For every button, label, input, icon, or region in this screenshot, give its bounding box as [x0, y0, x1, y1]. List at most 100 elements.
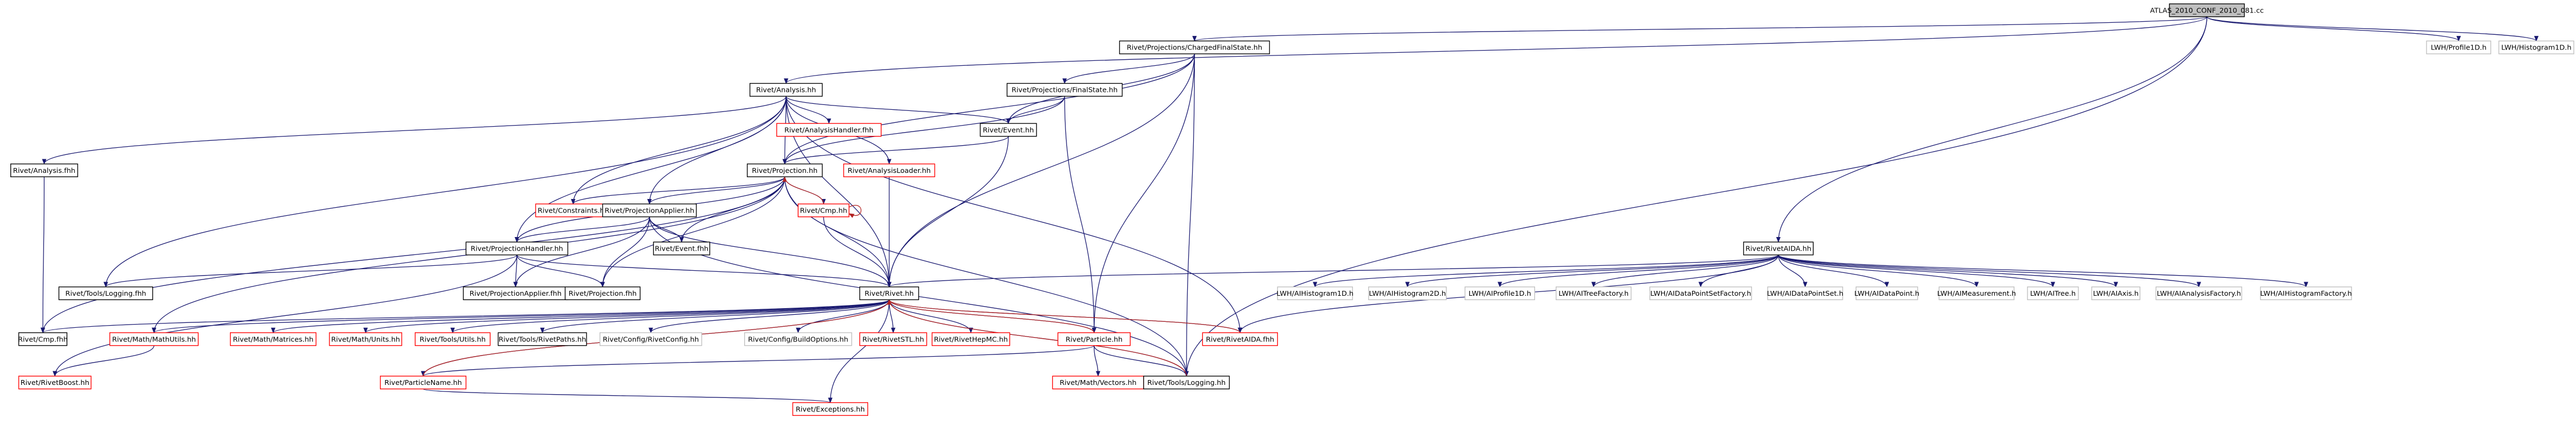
edge-mathutils-to-rivetboost	[52, 345, 154, 377]
node-box	[497, 332, 587, 346]
node-lwhai-dps[interactable]: LWH/AIDataPointSet.h	[1767, 287, 1844, 301]
node-rivetboost[interactable]: Rivet/RivetBoost.hh	[18, 376, 92, 390]
node-cmp-fhh[interactable]: Rivet/Cmp.fhh	[18, 332, 68, 346]
edge-rivetaida-to-lwhai_tree	[1777, 254, 2055, 288]
edge-root-to-analysis_hh	[784, 16, 2207, 84]
node-projection-fhh[interactable]: Rivet/Projection.fhh	[564, 287, 641, 301]
edge-rivetaida-to-lwhai_dp	[1777, 254, 1889, 288]
node-rivetaida-fhh[interactable]: Rivet/RivetAIDA.fhh	[1202, 332, 1278, 346]
node-box	[58, 287, 153, 301]
node-constraints[interactable]: Rivet/Constraints.hh	[535, 203, 612, 217]
node-particle-hh[interactable]: Rivet/Particle.hh	[1057, 332, 1131, 346]
node-label: Rivet/RivetAIDA.hh	[1745, 245, 1811, 253]
node-lwhai-h2d[interactable]: LWH/AIHistogram2D.h	[1368, 287, 1447, 301]
node-logging-hh[interactable]: Rivet/Tools/Logging.hh	[1143, 376, 1230, 390]
node-label: Rivet/Exceptions.hh	[796, 406, 865, 414]
node-lwhai-h1d[interactable]: LWH/AIHistogram1D.h	[1276, 287, 1354, 301]
node-label: LWH/Profile1D.h	[2431, 44, 2487, 52]
node-label: Rivet/Analysis.hh	[756, 86, 816, 95]
node-label: Rivet/Math/Matrices.hh	[233, 335, 313, 344]
node-lwh-p1d[interactable]: LWH/Profile1D.h	[2426, 40, 2491, 54]
node-label: Rivet/RivetHepMC.hh	[934, 335, 1008, 344]
edge-analysis_hh-to-event_hh	[785, 96, 1011, 124]
node-papplier-hh[interactable]: Rivet/ProjectionApplier.hh	[602, 203, 697, 217]
node-rivetpaths[interactable]: Rivet/Tools/RivetPaths.hh	[497, 332, 587, 346]
node-units[interactable]: Rivet/Math/Units.hh	[329, 332, 402, 346]
node-phandler[interactable]: Rivet/ProjectionHandler.hh	[465, 241, 569, 256]
node-lwhai-af[interactable]: LWH/AIAnalysisFactory.h	[2155, 287, 2242, 301]
edge-cmp_hh-to-rivet_hh	[823, 216, 891, 288]
node-projection-hh[interactable]: Rivet/Projection.hh	[746, 163, 823, 177]
node-analysis-fhh[interactable]: Rivet/Analysis.fhh	[10, 163, 78, 177]
node-logging-fhh[interactable]: Rivet/Tools/Logging.fhh	[58, 287, 153, 301]
edge-cmp_hh-to-projection_hh	[782, 176, 824, 204]
node-event-fhh[interactable]: Rivet/Event.fhh	[653, 241, 710, 256]
node-lwhai-p1d[interactable]: LWH/AIProfile1D.h	[1464, 287, 1535, 301]
node-root[interactable]: ATLAS_2010_CONF_2010_081.cc	[2150, 3, 2264, 17]
node-lwhai-dp[interactable]: LWH/AIDataPoint.h	[1854, 287, 1919, 301]
node-vectors[interactable]: Rivet/Math/Vectors.hh	[1052, 376, 1144, 390]
node-exceptions[interactable]: Rivet/Exceptions.hh	[792, 402, 869, 416]
node-box	[2091, 287, 2141, 301]
edge-particle_hh-to-rivet_hh	[887, 299, 1095, 333]
node-box	[1057, 332, 1131, 346]
node-label: Rivet/Math/MathUtils.hh	[112, 335, 196, 344]
node-box	[1143, 376, 1230, 390]
dependency-edges	[40, 16, 2538, 403]
node-label: Rivet/Tools/RivetPaths.hh	[498, 335, 586, 344]
node-lwhai-meas[interactable]: LWH/AIMeasurement.h	[1937, 287, 2016, 301]
edge-rivetaida-to-lwhai_p1d	[1498, 254, 1779, 288]
node-lwhai-axis[interactable]: LWH/AIAxis.h	[2091, 287, 2141, 301]
node-papplier-fhh[interactable]: Rivet/ProjectionApplier.fhh	[463, 287, 569, 301]
node-box	[1649, 287, 1752, 301]
node-box	[1119, 40, 1270, 54]
node-lwhai-tree[interactable]: LWH/AITree.h	[2027, 287, 2079, 301]
edge-papplier_hh-to-phandler	[514, 216, 650, 243]
node-ahandler[interactable]: Rivet/AnalysisHandler.fhh	[776, 123, 882, 137]
node-cmp-hh[interactable]: Rivet/Cmp.hh	[797, 203, 850, 217]
node-box	[843, 163, 935, 177]
edge-rivetaida-to-lwhai_dpsf	[1698, 254, 1779, 288]
node-rivet-hh[interactable]: Rivet/Rivet.hh	[859, 287, 919, 301]
node-label: Rivet/Analysis.fhh	[13, 167, 76, 175]
node-label: Rivet/Particle.hh	[1065, 335, 1122, 344]
node-mathutils[interactable]: Rivet/Math/MathUtils.hh	[109, 332, 199, 346]
node-buildoptions[interactable]: Rivet/Config/BuildOptions.hh	[744, 332, 852, 346]
edge-rivet_hh-to-mathutils	[152, 299, 890, 333]
node-aloader[interactable]: Rivet/AnalysisLoader.hh	[843, 163, 935, 177]
node-label: LWH/AIMeasurement.h	[1937, 290, 2016, 298]
node-fs[interactable]: Rivet/Projections/FinalState.hh	[1006, 83, 1123, 97]
edge-projection_hh-to-rivet_hh	[784, 177, 891, 288]
node-box	[1743, 241, 1814, 256]
node-label: LWH/AIDataPointSet.h	[1767, 290, 1844, 298]
edge-rivetaida-to-lwhai_tf	[1591, 254, 1779, 288]
node-rivetconfig[interactable]: Rivet/Config/RivetConfig.hh	[599, 332, 702, 346]
node-label: LWH/AIProfile1D.h	[1469, 290, 1531, 298]
node-particlename[interactable]: Rivet/ParticleName.hh	[379, 376, 467, 390]
node-lwh-h1d[interactable]: LWH/Histogram1D.h	[2498, 40, 2574, 54]
edge-rivet_hh-to-rivetpaths	[540, 299, 890, 333]
edge-rivetaida-to-rivet_hh	[887, 254, 1779, 288]
edge-cmp_hh-to-cmp_hh	[849, 204, 862, 218]
node-rivetaida[interactable]: Rivet/RivetAIDA.hh	[1743, 241, 1814, 256]
edge-event_hh-to-projection_hh	[782, 136, 1009, 165]
node-matrices[interactable]: Rivet/Math/Matrices.hh	[230, 332, 317, 346]
edge-rivetaida-to-lwhai_axis	[1777, 254, 2118, 288]
node-event-hh[interactable]: Rivet/Event.hh	[980, 123, 1037, 137]
node-rivethepmc[interactable]: Rivet/RivetHepMC.hh	[931, 332, 1011, 346]
node-box	[2426, 40, 2491, 54]
node-chfs[interactable]: Rivet/Projections/ChargedFinalState.hh	[1119, 40, 1270, 54]
edge-rivet_hh-to-rivetconfig	[648, 300, 890, 333]
node-label: ATLAS_2010_CONF_2010_081.cc	[2150, 7, 2263, 15]
node-rivetstl[interactable]: Rivet/RivetSTL.hh	[859, 332, 927, 346]
node-label: Rivet/Math/Units.hh	[331, 335, 400, 344]
node-label: LWH/AIHistogramFactory.h	[2260, 290, 2352, 298]
node-lwhai-tf[interactable]: LWH/AITreeFactory.h	[1555, 287, 1632, 301]
node-lwhai-dpsf[interactable]: LWH/AIDataPointSetFactory.h	[1649, 287, 1752, 301]
edge-chfs-to-fs	[1062, 53, 1195, 84]
node-analysis-hh[interactable]: Rivet/Analysis.hh	[749, 83, 823, 97]
node-utils[interactable]: Rivet/Tools/Utils.hh	[415, 332, 491, 346]
node-lwhai-hf[interactable]: LWH/AIHistogramFactory.h	[2260, 287, 2352, 301]
edge-rivetaida-to-lwhai_dps	[1777, 254, 1807, 288]
